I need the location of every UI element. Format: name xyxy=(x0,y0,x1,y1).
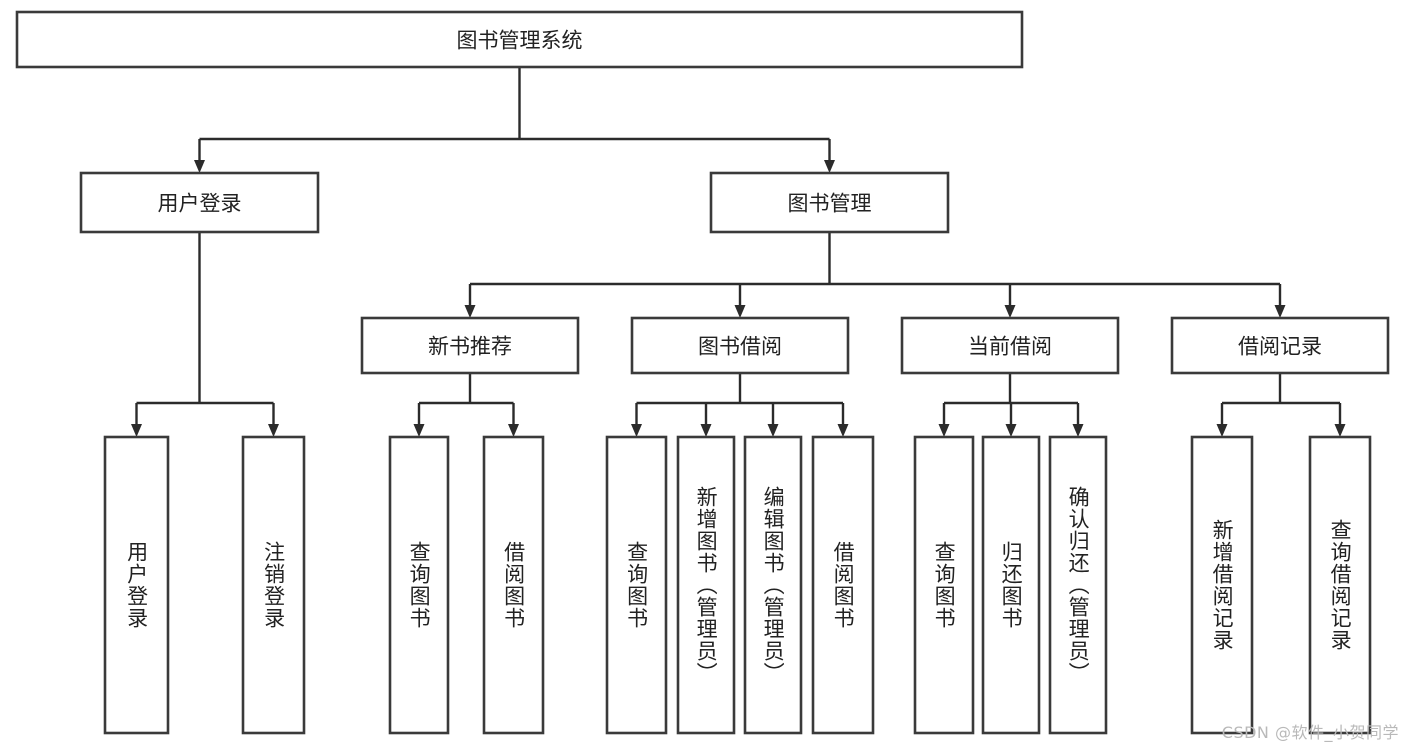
node-box xyxy=(709,171,950,234)
arrow-head-icon xyxy=(194,160,205,173)
arrow-head-icon xyxy=(734,305,746,318)
arrow-head-icon xyxy=(508,424,519,437)
node-box xyxy=(15,10,1024,69)
arrow-head-icon xyxy=(464,305,476,318)
edge-group-current xyxy=(938,373,1084,437)
arrow-head-icon xyxy=(1072,424,1084,437)
node-box xyxy=(482,435,545,735)
arrow-head-icon xyxy=(268,424,279,437)
node-leaf-cu-query[interactable] xyxy=(913,435,975,735)
node-box xyxy=(913,435,975,735)
arrow-head-icon xyxy=(1274,305,1286,318)
node-leaf-user-login[interactable] xyxy=(103,435,170,735)
node-leaf-rc-query[interactable] xyxy=(1308,435,1372,735)
node-box xyxy=(676,435,736,735)
node-leaf-nr-query[interactable] xyxy=(388,435,450,735)
node-label: 借阅记录 xyxy=(1238,335,1322,359)
node-box xyxy=(811,435,875,735)
node-leaf-bk-edit[interactable] xyxy=(743,435,803,735)
arrow-head-icon xyxy=(1005,424,1017,437)
node-box xyxy=(103,435,170,735)
arrow-head-icon xyxy=(631,424,642,437)
node-box xyxy=(900,316,1120,375)
edge-group-records xyxy=(1216,373,1346,437)
edge-group-book-mgmt xyxy=(464,232,1286,318)
node-box xyxy=(630,316,850,375)
node-leaf-rc-add[interactable] xyxy=(1190,435,1254,735)
node-borrow[interactable]: 图书借阅 xyxy=(630,316,850,375)
arrow-head-icon xyxy=(700,424,712,437)
node-new-rec[interactable]: 新书推荐 xyxy=(360,316,580,375)
node-leaf-bk-add[interactable] xyxy=(676,435,736,735)
node-label: 图书管理系统 xyxy=(457,29,583,53)
node-box xyxy=(981,435,1041,735)
node-box xyxy=(1048,435,1108,735)
arrow-head-icon xyxy=(837,424,849,437)
node-box xyxy=(1170,316,1390,375)
node-box xyxy=(605,435,668,735)
node-label: 用户登录 xyxy=(158,192,242,216)
node-leaf-user-logout[interactable] xyxy=(241,435,306,735)
node-records[interactable]: 借阅记录 xyxy=(1170,316,1390,375)
node-current[interactable]: 当前借阅 xyxy=(900,316,1120,375)
arrow-head-icon xyxy=(1004,305,1016,318)
arrow-head-icon xyxy=(1216,424,1228,437)
arrow-head-icon xyxy=(938,424,950,437)
edge-layer xyxy=(131,67,1346,437)
node-box xyxy=(388,435,450,735)
edge-group-new-rec xyxy=(413,373,519,437)
node-leaf-nr-borrow[interactable] xyxy=(482,435,545,735)
arrow-head-icon xyxy=(1334,424,1346,437)
arrow-head-icon xyxy=(824,160,835,173)
node-label: 新书推荐 xyxy=(428,335,512,359)
edge-group-borrow xyxy=(631,373,849,437)
node-label: 图书借阅 xyxy=(698,335,782,359)
node-user-login[interactable]: 用户登录 xyxy=(79,171,320,234)
edge-group-user-login xyxy=(131,232,279,437)
node-root[interactable]: 图书管理系统 xyxy=(15,10,1024,69)
watermark: CSDN @软件_小贺同学 xyxy=(1221,723,1399,742)
node-leaf-cu-confirm[interactable] xyxy=(1048,435,1108,735)
node-label: 当前借阅 xyxy=(968,335,1052,359)
node-box xyxy=(1190,435,1254,735)
node-box xyxy=(79,171,320,234)
node-box xyxy=(360,316,580,375)
node-book-mgmt[interactable]: 图书管理 xyxy=(709,171,950,234)
arrow-head-icon xyxy=(131,424,142,437)
node-box xyxy=(241,435,306,735)
node-box xyxy=(743,435,803,735)
node-box xyxy=(1308,435,1372,735)
node-leaf-cu-return[interactable] xyxy=(981,435,1041,735)
node-leaf-bk-borrow[interactable] xyxy=(811,435,875,735)
node-leaf-bk-query[interactable] xyxy=(605,435,668,735)
arrow-head-icon xyxy=(413,424,425,437)
edge-group-root xyxy=(194,67,835,173)
arrow-head-icon xyxy=(767,424,779,437)
node-label: 图书管理 xyxy=(788,192,872,216)
